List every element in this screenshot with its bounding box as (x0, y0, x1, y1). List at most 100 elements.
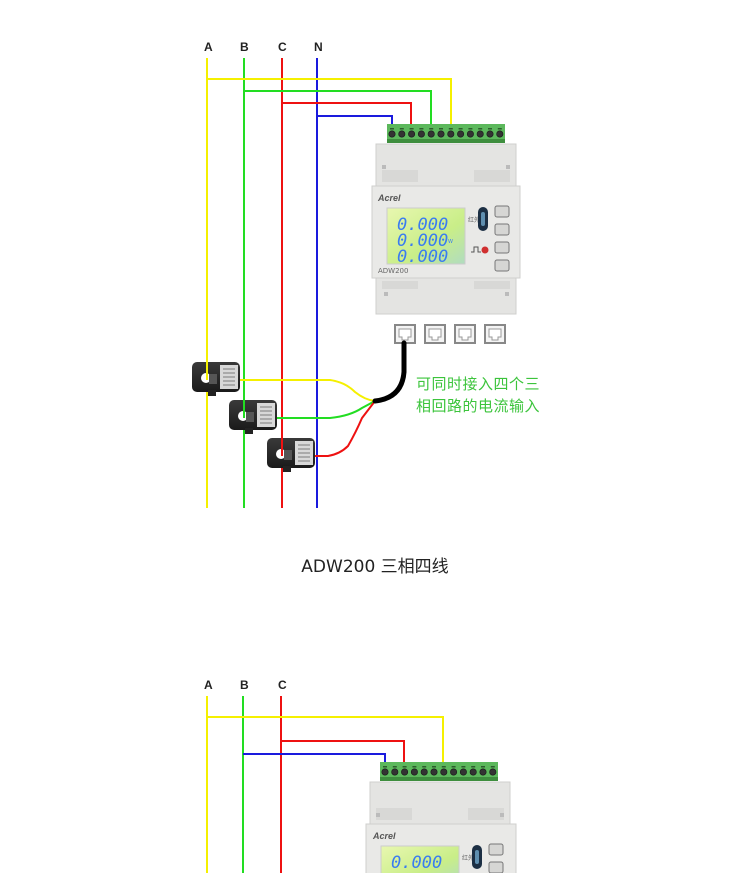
voltage-wire-a-2 (207, 716, 444, 768)
terminal-mark (422, 766, 427, 768)
lcd-unit: W (448, 239, 453, 245)
terminal-screw (440, 768, 448, 776)
current-transformer-b (228, 399, 278, 435)
ir-label-2: 红外 (462, 854, 474, 862)
terminal-mark (392, 766, 397, 768)
terminal-screw (479, 768, 487, 776)
terminal-screw (420, 768, 428, 776)
rj45-port-4[interactable] (484, 324, 506, 344)
terminal-mark (429, 128, 434, 130)
ct-wire-b (275, 400, 376, 419)
terminal-screw (388, 130, 396, 138)
ir-label: 红外 (468, 216, 480, 224)
rj45-port-3[interactable] (454, 324, 476, 344)
terminal-screw (410, 768, 418, 776)
terminal-mark (383, 766, 387, 768)
phase-label-c-2: C (278, 678, 287, 692)
diagram-three-phase-four-wire: A B C N Acrel 0.000 0 (191, 40, 521, 508)
voltage-wire-a (207, 78, 452, 131)
ct-cable (372, 340, 407, 404)
terminal-mark (478, 128, 483, 130)
phase-label-b-2: B (240, 678, 249, 692)
terminal-mark (409, 128, 414, 130)
diagram-caption: ADW200 三相四线 (301, 557, 449, 577)
phase-label-n: N (314, 40, 323, 54)
terminal-screw (430, 768, 438, 776)
brand-logo: Acrel (377, 193, 401, 203)
voltage-wire-b-2 (243, 753, 386, 768)
terminal-mark (441, 766, 446, 768)
phase-label-a: A (204, 40, 213, 54)
device-button-1-2[interactable] (488, 843, 504, 856)
lcd-screen (386, 207, 466, 265)
device-button-3[interactable] (494, 241, 510, 254)
terminal-screw (417, 130, 425, 138)
terminal-screw (427, 130, 435, 138)
brand-logo-2: Acrel (372, 831, 396, 841)
rj45-port-1[interactable] (394, 324, 416, 344)
terminal-mark (402, 766, 407, 768)
terminal-screw (486, 130, 494, 138)
terminal-mark (488, 128, 492, 130)
lcd-row-1: 0.000 (397, 215, 448, 235)
voltage-wire-b (244, 90, 432, 131)
lcd-screen-2 (380, 845, 460, 873)
terminal-mark (461, 766, 466, 768)
terminal-mark (412, 766, 417, 768)
terminal-mark (468, 128, 473, 130)
pulse-led-icon (481, 246, 489, 254)
terminal-mark (448, 128, 453, 130)
terminal-screw (391, 768, 399, 776)
terminal-screw (457, 130, 465, 138)
terminal-screw (437, 130, 445, 138)
pulse-icon (471, 246, 481, 253)
terminal-screw (381, 768, 389, 776)
terminal-mark (481, 766, 485, 768)
terminal-screw (408, 130, 416, 138)
terminal-mark (490, 766, 495, 768)
device-model-label: ADW200 (378, 267, 408, 275)
annotation-text: 可同时接入四个三 相回路的电流输入 (416, 373, 540, 417)
current-transformer-c (266, 437, 316, 473)
adw200-device-2: Acrel 0.000 红外 (365, 781, 517, 873)
terminal-screw (401, 768, 409, 776)
device-button-4[interactable] (494, 259, 510, 272)
voltage-wire-n (317, 115, 393, 131)
phase-label-c: C (278, 40, 287, 54)
phase-label-a-2: A (204, 678, 213, 692)
current-transformer-a (191, 361, 241, 397)
terminal-screw (496, 130, 504, 138)
terminal-mark (497, 128, 502, 130)
voltage-wire-c (282, 102, 412, 131)
voltage-wire-c-2 (281, 740, 405, 768)
terminal-screw (447, 130, 455, 138)
device-buttons (494, 205, 510, 272)
terminal-screw (398, 130, 406, 138)
terminal-mark (432, 766, 436, 768)
terminal-screw (489, 768, 497, 776)
terminal-mark (399, 128, 404, 130)
lcd-row-2: 0.000 (397, 231, 448, 251)
device-button-2[interactable] (494, 223, 510, 236)
terminal-mark (419, 128, 424, 130)
annotation-line-1: 可同时接入四个三 (416, 375, 541, 393)
rj45-port-2[interactable] (424, 324, 446, 344)
terminal-strip (387, 124, 505, 143)
terminal-screw (450, 768, 458, 776)
ct-wire-c (312, 400, 376, 457)
phase-label-b: B (240, 40, 249, 54)
ct-wire-a (238, 379, 376, 402)
lcd-row-1-2: 0.000 (391, 853, 442, 873)
device-button-1[interactable] (494, 205, 510, 218)
terminal-screw (459, 768, 467, 776)
device-button-2-2[interactable] (488, 861, 504, 873)
terminal-mark (439, 128, 443, 130)
terminal-screw (476, 130, 484, 138)
annotation-line-2: 相回路的电流输入 (416, 397, 541, 415)
ct-input-ports (394, 324, 506, 344)
terminal-screw (466, 130, 474, 138)
adw200-device: Acrel 0.000 0.000 0.000 W 红外 ADW200 (371, 143, 521, 315)
lcd-row-3: 0.000 (397, 247, 448, 267)
terminal-mark (390, 128, 394, 130)
